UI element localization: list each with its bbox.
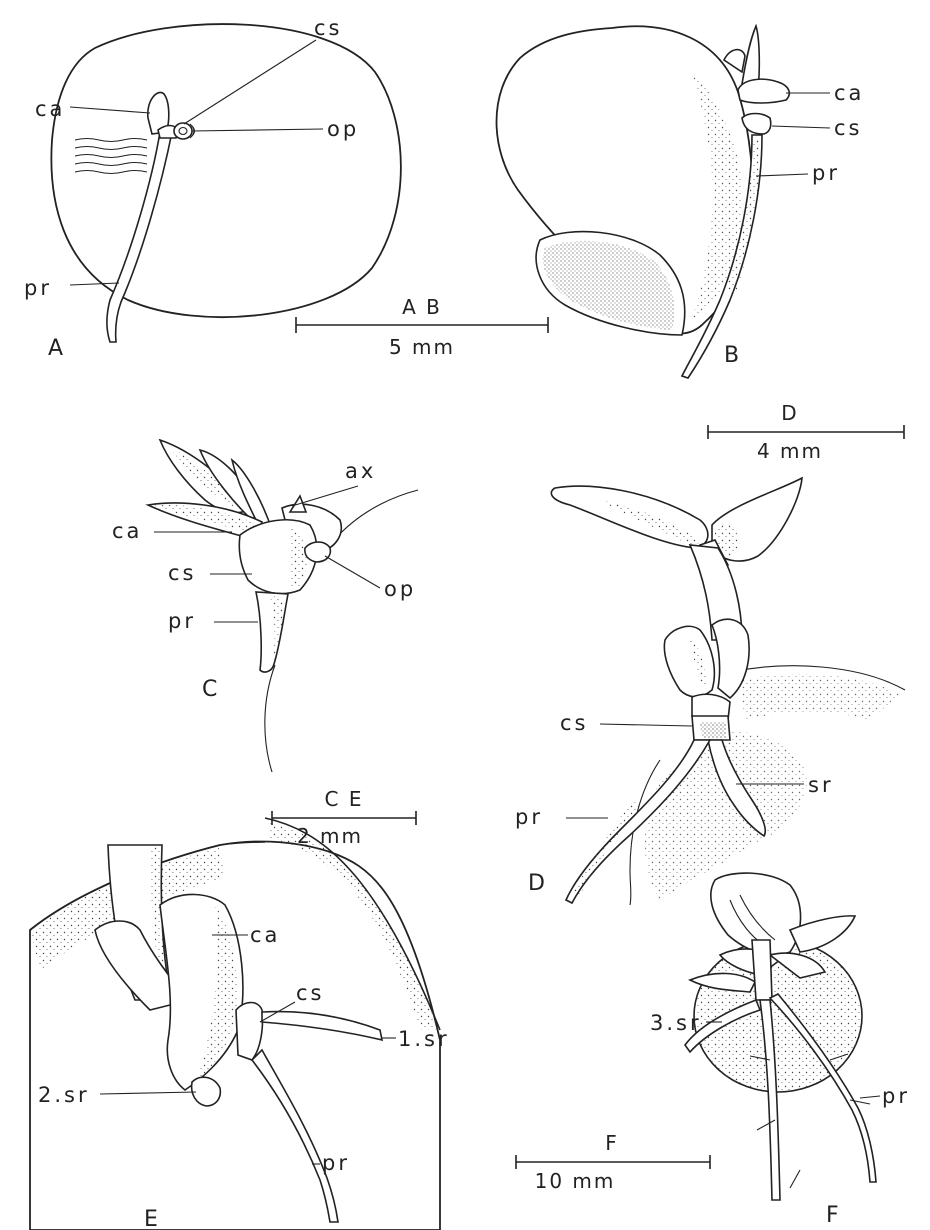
panel-c-label-ca: ca <box>112 519 142 543</box>
panel-f-drawing <box>685 873 876 1200</box>
panel-c-label-op: op <box>384 577 416 601</box>
scale-bar-f-length: 10 mm <box>535 1169 616 1193</box>
panel-f-stem <box>752 940 772 1000</box>
panel-a-operculum <box>174 123 192 139</box>
panel-b-label-pr: pr <box>812 161 840 185</box>
panel-c-label-ax: ax <box>345 459 376 483</box>
panel-a-letter: A <box>48 336 63 361</box>
panel-c-drawing <box>148 440 418 772</box>
panel-c-label-cs: cs <box>168 561 197 585</box>
panel-e-label-cs: cs <box>296 981 325 1005</box>
panel-c-label-pr: pr <box>168 609 196 633</box>
scale-bar-d: D 4 mm <box>708 401 904 463</box>
panel-e-letter: E <box>144 1207 158 1230</box>
scale-bar-ab-length: 5 mm <box>389 335 455 359</box>
scale-bar-ab-title: A B <box>402 295 442 319</box>
panel-a-label-op: op <box>327 117 359 141</box>
panel-a-label-pr: pr <box>24 276 52 300</box>
panel-f-letter: F <box>826 1203 839 1228</box>
panel-e-drawing <box>30 818 440 1230</box>
scale-bar-ce-title: C E <box>325 787 364 811</box>
panel-d-label-pr: pr <box>515 805 543 829</box>
panel-a-label-ca: ca <box>35 97 65 121</box>
panel-a-seed <box>51 24 401 317</box>
scale-bar-d-length: 4 mm <box>757 439 823 463</box>
panel-c-operculum <box>305 542 331 562</box>
panel-b-label-cs: cs <box>834 116 863 140</box>
panel-f-label-3sr: 3.sr <box>650 1011 702 1035</box>
panel-e-label-ca: ca <box>250 923 280 947</box>
scale-bar-f: F 10 mm <box>516 1131 710 1193</box>
panel-f-label-pr: pr <box>882 1084 910 1108</box>
panel-a-label-cs: cs <box>314 16 343 40</box>
panel-d-label-cs: cs <box>560 711 589 735</box>
panel-e-label-pr: pr <box>322 1151 350 1175</box>
panel-c-letter: C <box>202 677 217 702</box>
panel-d-drawing <box>551 478 905 905</box>
panel-e-label-2sr: 2.sr <box>38 1083 90 1107</box>
panel-b-cotyledon-apex <box>738 79 789 103</box>
scale-bar-ab: A B 5 mm <box>296 295 548 359</box>
panel-b-letter: B <box>724 343 739 368</box>
panel-d-label-sr: sr <box>808 773 834 797</box>
panel-b-label-ca: ca <box>834 81 864 105</box>
scale-bar-f-title: F <box>605 1131 619 1155</box>
panel-e-label-1sr: 1.sr <box>398 1027 450 1051</box>
panel-a-drawing <box>51 24 401 342</box>
scale-bar-d-title: D <box>781 401 798 425</box>
panel-d-letter: D <box>528 871 545 896</box>
